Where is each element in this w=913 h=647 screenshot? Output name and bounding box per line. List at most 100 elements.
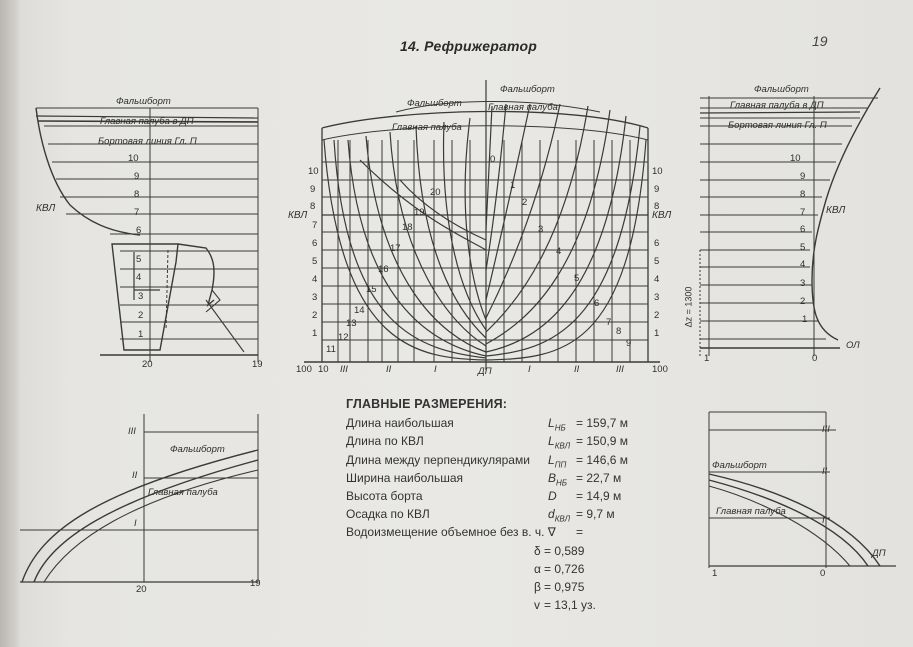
bp-wl-1-l: 1: [312, 328, 318, 339]
stern-profile: [35, 107, 259, 362]
symbol-sub: КВЛ: [554, 514, 571, 524]
buttock-II-l: II: [386, 364, 392, 375]
dimension-value: = 9,7 м: [576, 507, 615, 522]
bp-wl-7-l: 7: [312, 220, 318, 231]
dz-label: Δz = 1300: [683, 286, 694, 328]
main-deck-label-plan-right: Главная палуба: [716, 506, 786, 517]
main-deck-dp-label-left: Главная палуба в ДП: [100, 116, 194, 127]
bp-wl-1-r: 1: [654, 328, 660, 339]
dimension-name: Длина по КВЛ: [346, 434, 424, 449]
dimension-name: Длина между перпендикулярами: [346, 452, 530, 467]
frame-11: 11: [326, 344, 336, 355]
coef-value: = 0,975: [544, 579, 585, 594]
bp-wl-8-l: 8: [310, 201, 316, 212]
dimension-symbol: LКВЛ: [548, 432, 570, 456]
frame-1: 1: [510, 180, 516, 191]
wl-6-left: 6: [136, 225, 142, 236]
bp-wl-9-l: 9: [310, 184, 316, 195]
rp-wl-3: 3: [800, 278, 806, 289]
buttock-I-l: I: [434, 364, 437, 375]
coef-symbol: v: [534, 598, 540, 613]
symbol-letter: B: [548, 470, 557, 485]
side-line-label-right: Бортовая линия Гл. П: [728, 120, 827, 131]
frame-2: 2: [522, 197, 528, 208]
bp-wl-2-r: 2: [654, 310, 660, 321]
plan-left-III: III: [128, 426, 136, 437]
rp-wl-8: 8: [800, 189, 806, 200]
main-dimensions: ГЛАВНЫЕ РАЗМЕРЕНИЯ: Длина наибольшая LНБ…: [346, 395, 646, 612]
dimension-value: = 159,7 м: [576, 416, 628, 431]
bp-wl-5-r: 5: [654, 256, 660, 267]
dp-label-body: ДП: [478, 366, 492, 377]
plan-right-II: II: [822, 466, 828, 477]
dimension-name: Ширина наибольшая: [346, 470, 464, 485]
coef-value: = 0,589: [544, 543, 585, 558]
dimension-row: Осадка по КВЛ dКВЛ = 9,7 м: [346, 505, 646, 523]
frame-19: 19: [414, 207, 425, 218]
frame-6: 6: [594, 298, 600, 309]
main-deck-label-body-aft: Главная палуба: [392, 122, 462, 133]
plan-mark-bottom-right-b: 0: [820, 568, 826, 579]
frame-4: 4: [556, 246, 562, 257]
plan-mark-left-a: 20: [142, 359, 153, 370]
dimension-symbol: dКВЛ: [548, 505, 570, 529]
rp-wl-10: 10: [790, 153, 801, 164]
falshbort-label-body-fwd: Фальшборт: [500, 84, 555, 95]
frame-18: 18: [402, 222, 413, 233]
frame-14: 14: [354, 305, 365, 316]
bp-wl-6-l: 6: [312, 238, 318, 249]
dimension-symbol: LНБ: [548, 414, 566, 438]
symbol-sub: КВЛ: [554, 441, 571, 451]
aft-frame-curves: [323, 117, 487, 361]
frame-5: 5: [574, 273, 580, 284]
rp-wl-5: 5: [800, 242, 806, 253]
coef-value: = 13,1 уз.: [544, 598, 596, 613]
falshbort-label-body: Фальшборт: [407, 98, 462, 109]
dimension-value: = 22,7 м: [576, 470, 622, 485]
dimensions-heading: ГЛАВНЫЕ РАЗМЕРЕНИЯ:: [346, 397, 508, 411]
plan-mark-bottom-right-a: 1: [712, 568, 718, 579]
bp-wl-10-l: 10: [308, 166, 319, 177]
scale-100-left: 100: [296, 364, 312, 375]
kvl-label-right: КВЛ: [826, 205, 846, 216]
frame-3: 3: [538, 224, 544, 235]
dimension-row: Высота борта D = 14,9 м: [346, 487, 646, 505]
rp-wl-9: 9: [800, 171, 806, 182]
bp-wl-2-l: 2: [312, 310, 318, 321]
dimension-name: Водоизмещение объемное без в. ч. ∇: [346, 525, 556, 540]
dimension-row: Ширина наибольшая BНБ = 22,7 м: [346, 469, 646, 487]
dimension-symbol: BНБ: [548, 469, 567, 493]
frame-0: 0: [490, 154, 496, 165]
dimension-row: Длина между перпендикулярами LПП = 146,6…: [346, 451, 646, 469]
coefficient-row: δ = 0,589: [346, 542, 646, 560]
coefficient-row: v = 13,1 уз.: [346, 596, 646, 614]
frame-20: 20: [430, 187, 441, 198]
coef-symbol: β: [534, 579, 541, 594]
main-deck-dp-label-right: Главная палуба в ДП: [730, 100, 824, 111]
frame-7: 7: [606, 317, 612, 328]
wl-3-left: 3: [138, 291, 144, 302]
bp-wl-6-r: 6: [654, 238, 660, 249]
plan-mark-right-a: 1: [704, 353, 710, 364]
rp-wl-4: 4: [800, 259, 806, 270]
buttock-III-l: III: [340, 364, 348, 375]
frame-16: 16: [378, 264, 389, 275]
symbol-sub: ПП: [554, 459, 567, 469]
plan-mark-left-b: 19: [252, 359, 263, 370]
coefficient-row: β = 0,975: [346, 578, 646, 596]
frame-10-mark: 10: [318, 364, 329, 375]
dimension-value: = 14,9 м: [576, 488, 622, 503]
bp-wl-10-r: 10: [652, 166, 663, 177]
frame-13: 13: [346, 318, 357, 329]
dimension-name: Осадка по КВЛ: [346, 507, 430, 522]
plan-right-I: I: [822, 515, 825, 526]
main-deck-label-body-fwd: Главная палуба: [488, 102, 558, 113]
frame-9: 9: [626, 338, 632, 349]
wl-2-left: 2: [138, 310, 144, 321]
scale-100-right: 100: [652, 364, 668, 375]
buttock-III-r: III: [616, 364, 624, 375]
symbol-sub: НБ: [554, 423, 566, 433]
wl-4-left: 4: [136, 272, 142, 283]
kvl-label-body-right: КВЛ: [652, 210, 672, 221]
